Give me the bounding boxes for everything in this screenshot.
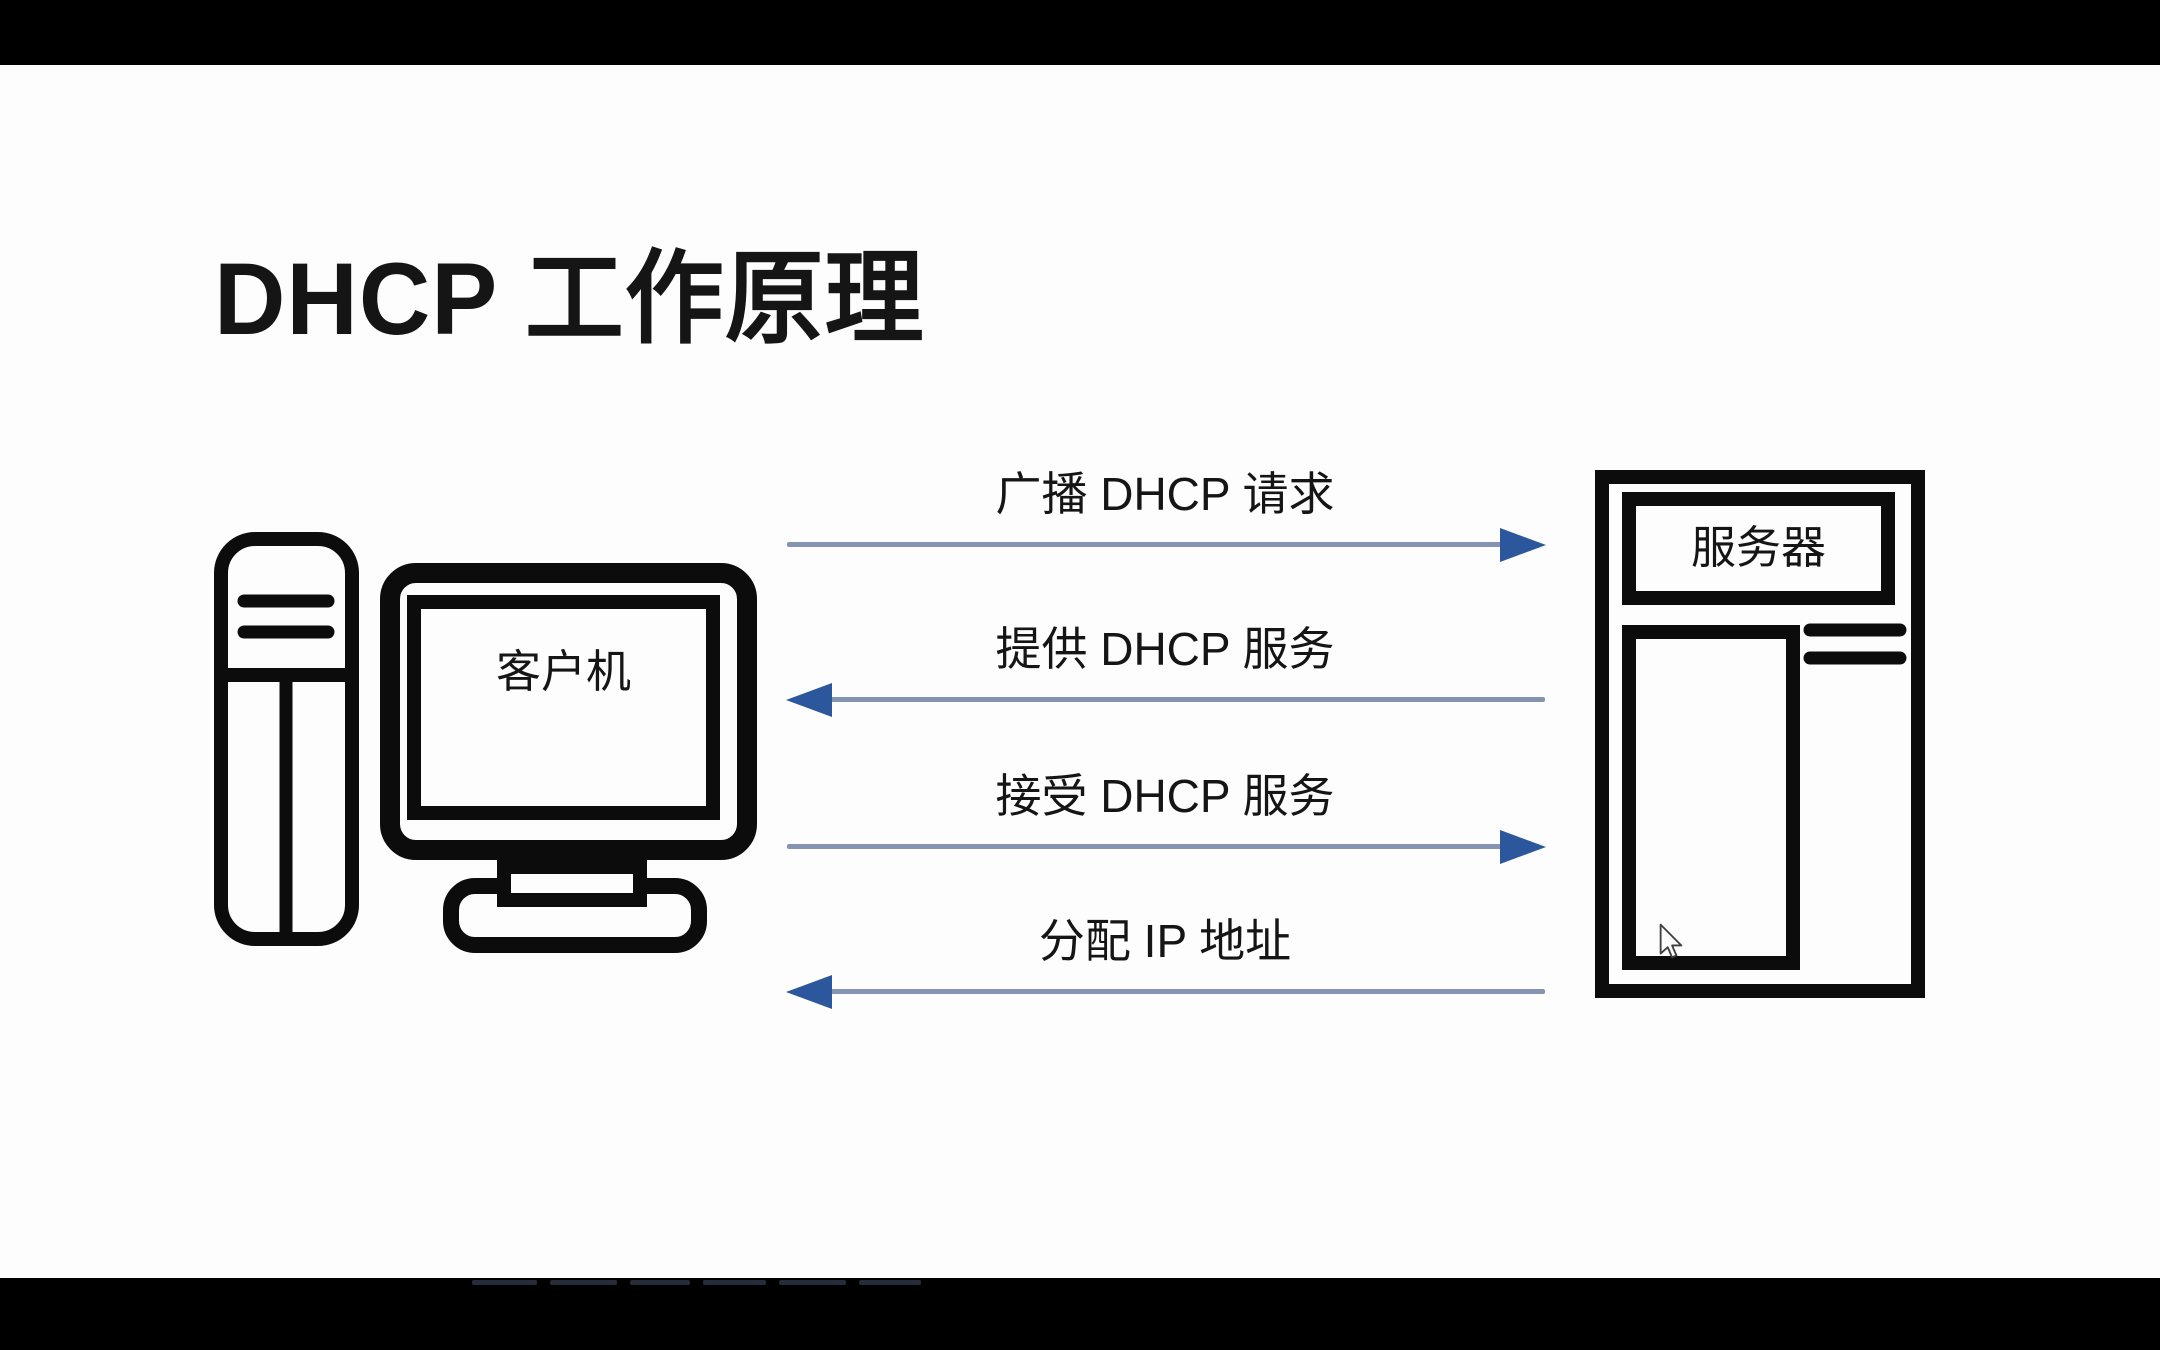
arrow-shaft (787, 844, 1502, 849)
message-label: 提供 DHCP 服务 (995, 623, 1335, 675)
message-label: 分配 IP 地址 (1038, 915, 1292, 967)
arrow-shaft (787, 542, 1502, 547)
arrow-shaft (828, 989, 1545, 994)
message-row-accept-service: 接受 DHCP 服务 (780, 768, 1550, 880)
cutoff-subtitle-dashes (472, 1280, 921, 1285)
arrow-shaft (828, 697, 1545, 702)
letterbox-bottom (0, 1278, 2160, 1350)
server-door-panel (1622, 625, 1800, 970)
slide-title: DHCP 工作原理 (214, 242, 925, 356)
monitor-screen (407, 595, 720, 820)
letterbox-top (0, 0, 2160, 65)
client-computer-icon (214, 532, 757, 953)
monitor-stand (497, 860, 647, 907)
message-row-assign-ip: 分配 IP 地址 (780, 913, 1550, 1025)
mouse-cursor-icon (1659, 923, 1683, 959)
slide-canvas: DHCP 工作原理 客户机 服务器 广播 DHCP 请求 (0, 65, 2160, 1278)
arrow-left-icon (786, 975, 832, 1009)
arrow-right-icon (1500, 528, 1546, 562)
message-label: 广播 DHCP 请求 (995, 468, 1335, 520)
arrow-right-icon (1500, 830, 1546, 864)
server-name-plate (1622, 492, 1895, 605)
client-label: 客户机 (495, 646, 631, 697)
server-icon (1595, 470, 1925, 998)
message-row-broadcast-request: 广播 DHCP 请求 (780, 466, 1550, 578)
server-label: 服务器 (1690, 522, 1826, 573)
message-row-offer-service: 提供 DHCP 服务 (780, 621, 1550, 733)
arrow-left-icon (786, 683, 832, 717)
message-label: 接受 DHCP 服务 (995, 770, 1335, 822)
